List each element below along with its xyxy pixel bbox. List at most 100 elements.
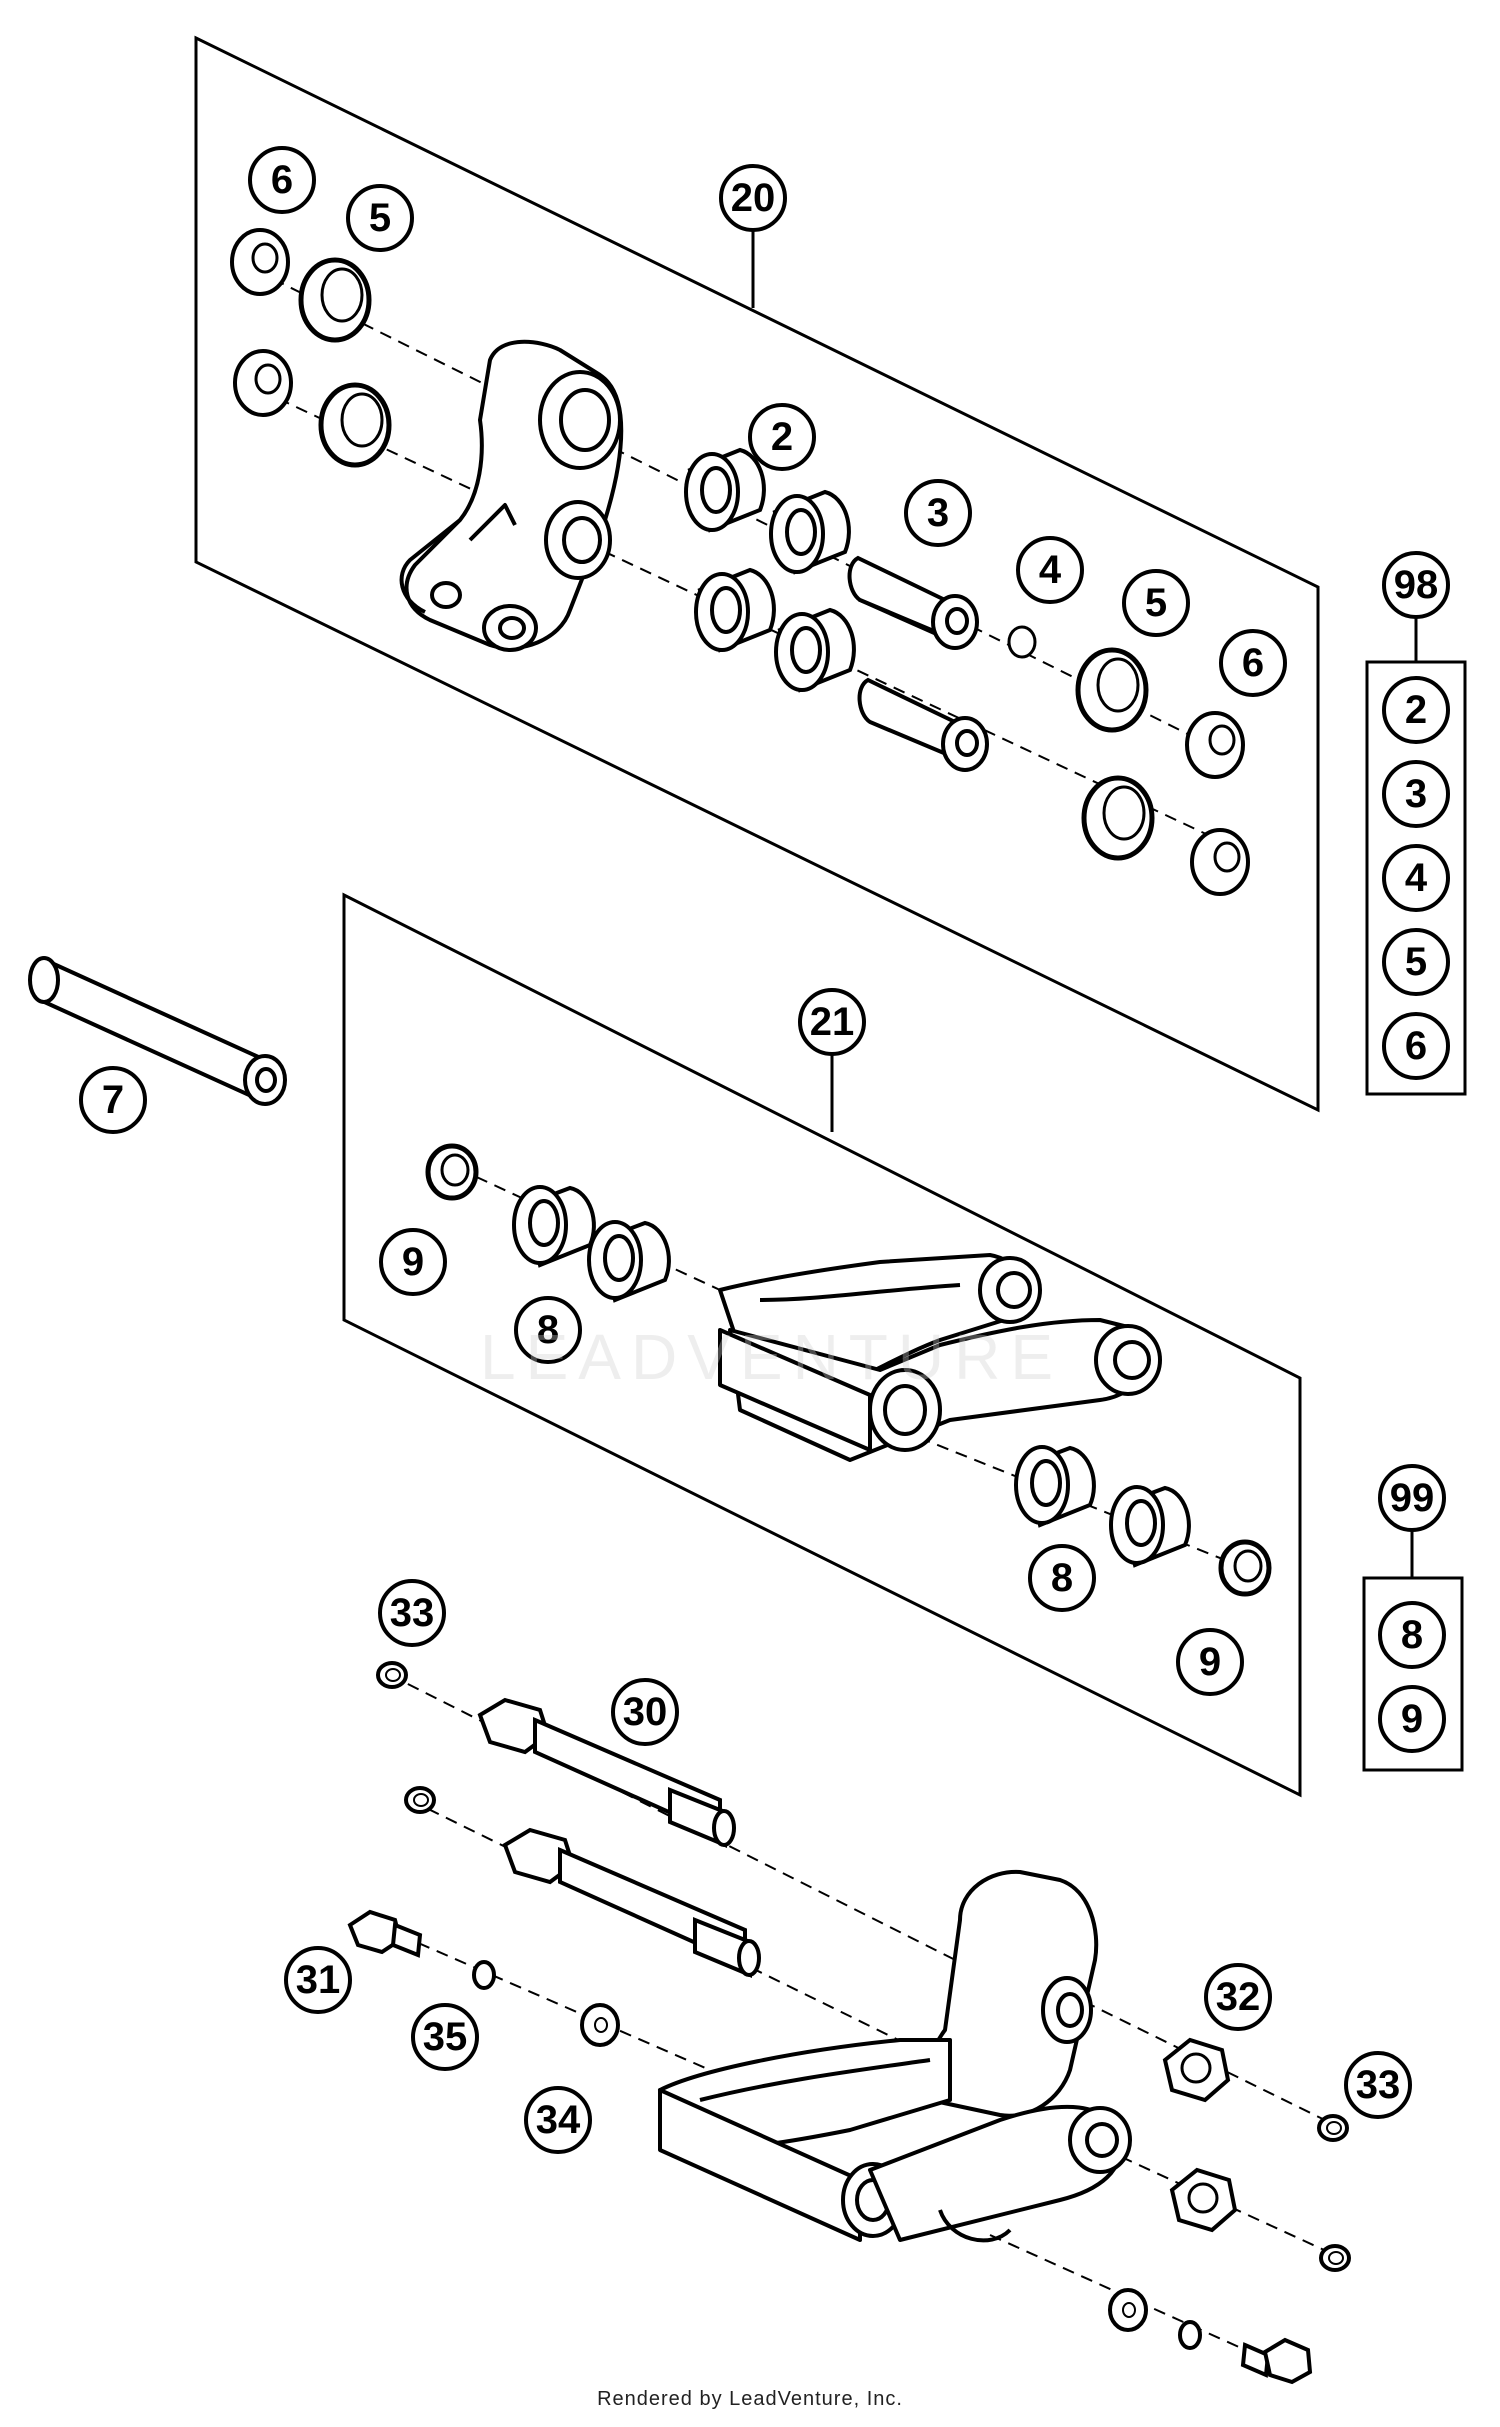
kit-98-item-label: 6 bbox=[1405, 1024, 1427, 1068]
kit-98-item-4: 4 bbox=[1382, 844, 1450, 912]
bearing-part-8-left-b bbox=[587, 1220, 671, 1303]
kit-98-item-label: 3 bbox=[1405, 772, 1427, 816]
callout-9-right: 9 bbox=[1176, 1628, 1244, 1696]
kit-98-item-label: 2 bbox=[1405, 688, 1427, 732]
cap-part-33-lower-right bbox=[1319, 2244, 1351, 2272]
linkage-arm bbox=[399, 339, 624, 652]
seal-part-9-right bbox=[1218, 1539, 1272, 1597]
callout-35: 35 bbox=[411, 2003, 479, 2071]
nut-part-32-lower bbox=[1169, 2167, 1238, 2233]
callout-5-upper-left: 5 bbox=[346, 184, 414, 252]
bearing-part-8-right-b bbox=[1109, 1485, 1191, 1568]
panel-21-frame bbox=[342, 892, 1302, 1798]
kit-99-item-9: 9 bbox=[1378, 1685, 1446, 1753]
bearing-part-8-right-a bbox=[1014, 1445, 1096, 1528]
cap-part-33-lower-left bbox=[404, 1786, 436, 1814]
washer-part-35-right bbox=[1178, 2320, 1202, 2350]
collar-part-3-lower bbox=[857, 677, 989, 772]
callout-9-left: 9 bbox=[379, 1228, 447, 1296]
bolt-part-30-lower bbox=[502, 1827, 761, 1979]
callout-33-left: 33 bbox=[378, 1579, 446, 1647]
svg-text:8: 8 bbox=[537, 1308, 559, 1352]
svg-text:3: 3 bbox=[927, 491, 949, 535]
seal-part-5-upper-left bbox=[298, 257, 372, 343]
collar-part-3-upper bbox=[847, 555, 979, 650]
kit-98-label: 98 bbox=[1394, 563, 1439, 607]
svg-text:35: 35 bbox=[423, 2015, 468, 2059]
svg-text:5: 5 bbox=[369, 196, 391, 240]
svg-text:33: 33 bbox=[390, 1591, 435, 1635]
kit-98-items: 2 3 4 5 6 bbox=[1382, 676, 1450, 1080]
watermark: LEADVENTURE bbox=[480, 1321, 1063, 1393]
lower-axes bbox=[389, 1674, 1336, 2371]
seal-part-5-upper-right bbox=[1075, 647, 1149, 733]
svg-text:6: 6 bbox=[271, 158, 293, 202]
footer-credit: Rendered by LeadVenture, Inc. bbox=[597, 2388, 903, 2410]
bearing-part-2-b bbox=[769, 489, 851, 575]
pin-part-7 bbox=[28, 956, 287, 1106]
callout-6-right: 6 bbox=[1219, 629, 1287, 697]
assembled-linkage bbox=[658, 1869, 1132, 2243]
callout-8-left: 8 bbox=[514, 1296, 582, 1364]
bearing-part-2-d bbox=[774, 607, 856, 693]
svg-text:6: 6 bbox=[1242, 641, 1264, 685]
svg-text:33: 33 bbox=[1356, 2063, 1401, 2107]
svg-text:9: 9 bbox=[1199, 1640, 1221, 1684]
svg-text:9: 9 bbox=[402, 1240, 424, 1284]
bolt-part-31 bbox=[347, 1909, 423, 1958]
callout-6-upper-left: 6 bbox=[248, 146, 316, 214]
nut-part-6-upper-left bbox=[230, 228, 290, 296]
svg-text:30: 30 bbox=[623, 1690, 668, 1734]
bearing-part-8-left-a bbox=[512, 1185, 596, 1268]
link-rod-part-21 bbox=[718, 1253, 1162, 1462]
kit-98-item-3: 3 bbox=[1382, 760, 1450, 828]
svg-text:32: 32 bbox=[1216, 1975, 1261, 2019]
kit-99: 99 89 bbox=[1362, 1464, 1464, 1772]
washer-part-35-left bbox=[472, 1960, 496, 1990]
svg-text:4: 4 bbox=[1039, 548, 1062, 592]
callout-31: 31 bbox=[284, 1946, 352, 2014]
svg-text:5: 5 bbox=[1145, 581, 1167, 625]
svg-text:31: 31 bbox=[296, 1958, 341, 2002]
nut-part-6-lower-left bbox=[233, 349, 293, 417]
cap-part-33-upper-left bbox=[376, 1661, 408, 1689]
kit-99-label: 99 bbox=[1390, 1476, 1435, 1520]
panel-20-frame bbox=[194, 35, 1320, 1113]
callout-30: 30 bbox=[611, 1678, 679, 1746]
callout-8-right: 8 bbox=[1028, 1544, 1096, 1612]
kit-98-item-label: 4 bbox=[1405, 856, 1428, 900]
callout-21: 21 bbox=[798, 988, 866, 1056]
callout-32: 32 bbox=[1204, 1963, 1272, 2031]
callout-20: 20 bbox=[719, 164, 787, 232]
seal-part-9-left bbox=[425, 1143, 479, 1201]
svg-text:2: 2 bbox=[771, 415, 793, 459]
bearing-part-2-a bbox=[684, 447, 766, 533]
kit-98: 98 2 3 4 5 6 bbox=[1365, 551, 1467, 1096]
kit-99-item-label: 9 bbox=[1401, 1697, 1423, 1741]
kit-98-item-label: 5 bbox=[1405, 940, 1427, 984]
callout-2: 2 bbox=[748, 403, 816, 471]
bolt-part-30-upper bbox=[477, 1697, 736, 1849]
seal-part-5-lower-left bbox=[318, 382, 392, 468]
callout-7: 7 bbox=[79, 1066, 147, 1134]
bearing-part-2-c bbox=[694, 567, 776, 653]
callout-34: 34 bbox=[524, 2086, 592, 2154]
kit-98-item-6: 6 bbox=[1382, 1012, 1450, 1080]
svg-text:34: 34 bbox=[536, 2098, 581, 2142]
kit-98-item-5: 5 bbox=[1382, 928, 1450, 996]
kit-98-item-2: 2 bbox=[1382, 676, 1450, 744]
cap-part-33-upper-right bbox=[1317, 2114, 1349, 2142]
kit-99-items: 89 bbox=[1378, 1601, 1446, 1753]
svg-text:7: 7 bbox=[102, 1078, 124, 1122]
callout-5-right: 5 bbox=[1122, 569, 1190, 637]
callout-33-right: 33 bbox=[1344, 2051, 1412, 2119]
seal-part-5-lower-right bbox=[1081, 775, 1155, 861]
nut-part-6-lower-right bbox=[1190, 828, 1250, 896]
kit-99-item-label: 8 bbox=[1401, 1613, 1423, 1657]
panel-20-axes bbox=[254, 269, 1241, 851]
callout-4: 4 bbox=[1016, 536, 1084, 604]
washer-part-34-right bbox=[1108, 2288, 1148, 2332]
nut-part-32-upper bbox=[1162, 2037, 1231, 2103]
washer-part-34-left bbox=[580, 2003, 620, 2047]
